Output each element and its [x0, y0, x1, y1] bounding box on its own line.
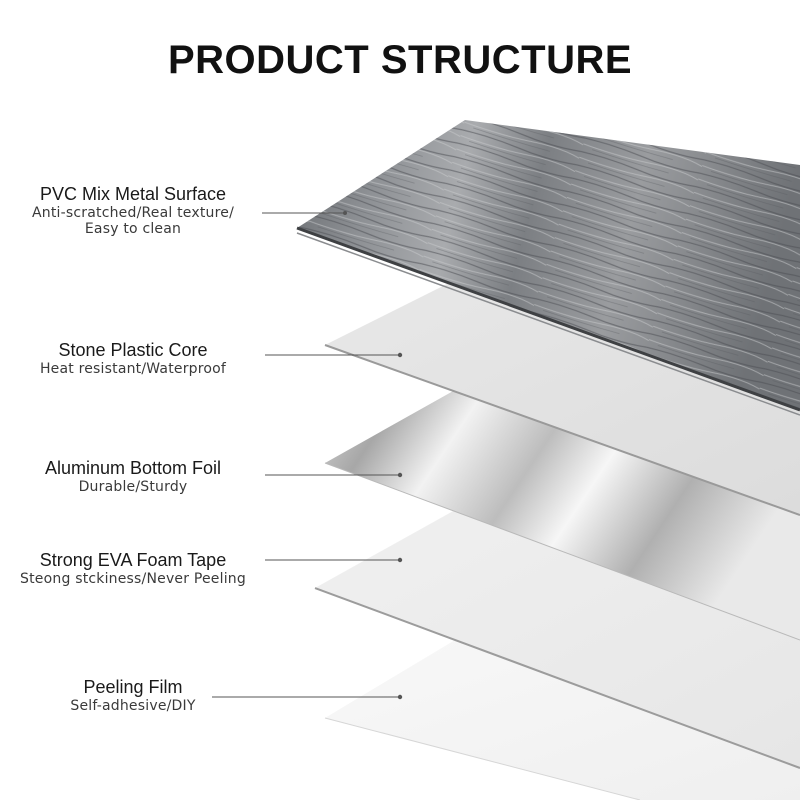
layer-desc: Self-adhesive/DIY — [70, 698, 196, 714]
layer-name: Aluminum Bottom Foil — [44, 458, 222, 478]
label-eva-foam: Strong EVA Foam Tape Steong stckiness/Ne… — [3, 550, 263, 587]
leader-dot-foil — [397, 472, 403, 478]
layer-desc: Durable/Sturdy — [78, 479, 188, 495]
layer-desc: Easy to clean — [84, 221, 182, 237]
layer-name: Stone Plastic Core — [58, 340, 208, 360]
layer-pvc-surface — [296, 120, 800, 416]
label-peeling-film: Peeling Film Self-adhesive/DIY — [3, 677, 263, 714]
label-stone-core: Stone Plastic Core Heat resistant/Waterp… — [3, 340, 263, 377]
leader-dots — [343, 211, 403, 700]
leader-dot-foam — [397, 557, 403, 563]
layer-peeling-film — [324, 640, 800, 800]
layer-name: Peeling Film — [83, 677, 183, 697]
label-pvc-surface: PVC Mix Metal Surface Anti-scratched/Rea… — [3, 184, 263, 237]
layer-desc: Anti-scratched/Real texture/ — [32, 205, 234, 221]
leader-dot-core — [397, 352, 403, 358]
leader-dot-surface — [343, 211, 347, 215]
leader-dot-film — [397, 694, 403, 700]
layer-eva-foam — [314, 510, 800, 769]
label-aluminum-foil: Aluminum Bottom Foil Durable/Sturdy — [3, 458, 263, 495]
layer-desc: Heat resistant/Waterproof — [39, 361, 227, 377]
layer-aluminum-foil — [324, 390, 800, 641]
layer-desc: Steong stckiness/Never Peeling — [20, 571, 246, 587]
layer-name: Strong EVA Foam Tape — [39, 550, 227, 570]
page-title: PRODUCT STRUCTURE — [167, 38, 633, 82]
leader-lines — [212, 212, 400, 698]
layer-name: PVC Mix Metal Surface — [39, 184, 227, 204]
layer-stone-core — [324, 280, 800, 516]
